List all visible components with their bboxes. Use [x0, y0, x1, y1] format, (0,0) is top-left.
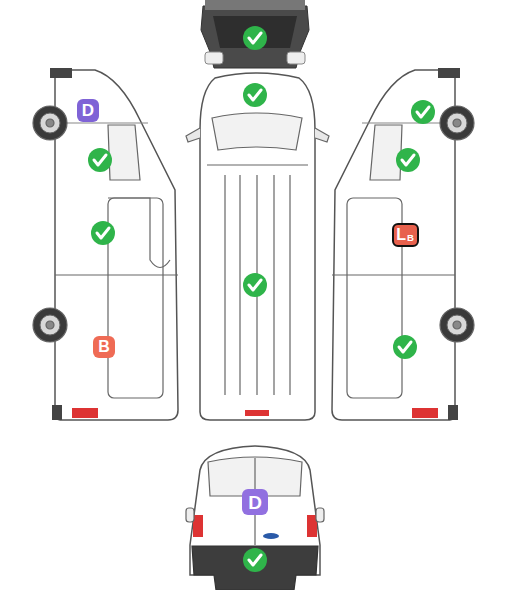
- damage-badge: LB: [392, 223, 419, 247]
- top-view: [186, 73, 329, 420]
- badge-letter: L: [396, 227, 406, 243]
- badge-letter: B: [407, 233, 414, 243]
- front-view: [201, 0, 309, 68]
- badge-letter: B: [98, 339, 110, 355]
- left-side-view: [33, 68, 178, 420]
- badge-letter: D: [82, 102, 94, 119]
- damage-badge: D: [242, 489, 268, 515]
- badge-letter: D: [248, 493, 262, 512]
- damage-badge: D: [77, 99, 99, 122]
- right-side-view: [332, 68, 474, 420]
- rear-view: [186, 446, 324, 590]
- ok-marks: [88, 26, 435, 572]
- damage-badge: B: [93, 336, 115, 358]
